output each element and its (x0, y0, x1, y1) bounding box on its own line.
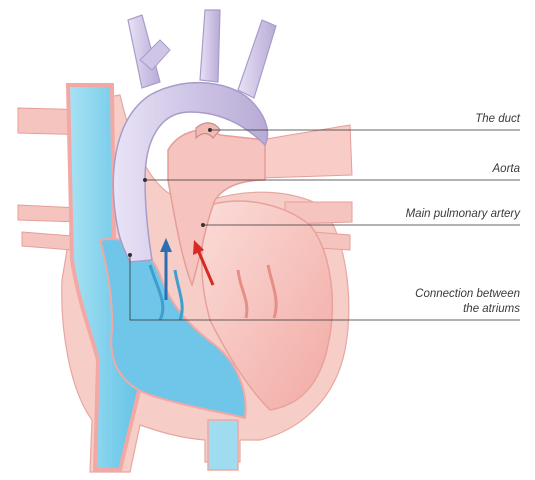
label-duct: The duct (475, 112, 520, 127)
label-connection-line1: Connection between (415, 287, 520, 302)
left-subclavian-artery (238, 20, 276, 98)
left-carotid-artery (200, 10, 220, 82)
label-aorta: Aorta (493, 162, 521, 177)
label-main-pulmonary-artery: Main pulmonary artery (406, 207, 520, 222)
leader-dot-duct (208, 128, 212, 132)
leader-dot-pulmonary (201, 223, 205, 227)
left-pulmonary-vessel-low (22, 232, 72, 250)
leader-dot-aorta (143, 178, 147, 182)
leader-dot-connection (128, 253, 132, 257)
right-pulmonary-vessel-top (260, 125, 352, 178)
inferior-vena-cava (208, 420, 238, 470)
label-connection-line2: the atriums (463, 302, 520, 317)
